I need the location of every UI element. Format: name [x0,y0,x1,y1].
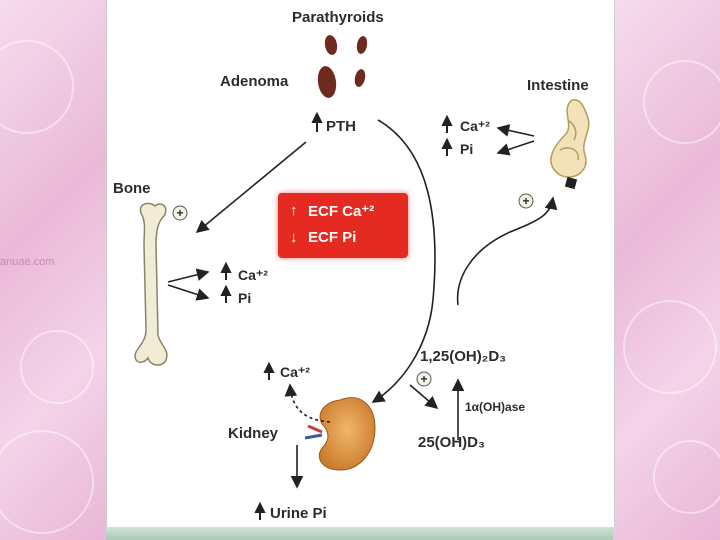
parathyroids-label: Parathyroids [292,9,384,26]
plus-sign-intestine: + [522,194,529,208]
ecf-ca-up-arrow: ↑ [290,202,298,219]
bone-label: Bone [113,180,151,197]
bone-icon [134,202,168,366]
swirl-decoration [623,300,717,394]
pathway-arrows [167,119,558,489]
active-vitamin-d-label: 1,25(OH)₂D₃ [420,348,506,365]
kidney-label: Kidney [228,425,279,442]
urine-pi-label: Urine Pi [270,505,327,522]
pth-label: PTH [326,118,356,135]
kidney-icon [304,397,376,471]
intestine-ca-label: Ca⁺² [460,118,490,134]
direction-arrows [220,111,453,520]
intestine-pi-label: Pi [460,141,473,157]
intestine-icon [550,98,590,190]
swirl-decoration [643,60,720,144]
bone-ca-label: Ca⁺² [238,267,268,283]
swirl-decoration [653,440,720,514]
enzyme-label: 1α(OH)ase [465,400,525,414]
vitamin-d-precursor-label: 25(OH)D₃ [418,434,485,451]
ecf-pi-down-arrow: ↓ [290,229,298,246]
right-decorative-background [613,0,720,540]
intestine-label: Intestine [527,77,589,94]
swirl-decoration [0,430,94,534]
parathyroid-glands-icon [317,35,368,98]
adenoma-label: Adenoma [220,73,289,90]
bone-pi-label: Pi [238,290,251,306]
left-decorative-background [0,0,106,540]
ecf-status-box [278,193,408,258]
plus-sign-bone: + [176,206,183,220]
panel-footer-bar [106,527,613,540]
swirl-decoration [20,330,94,404]
ecf-ca-label: ECF Ca⁺² [308,203,375,220]
plus-sign-kidney: + [420,372,427,386]
kidney-ca-label: Ca⁺² [280,364,310,380]
watermark-text: anuae.com [0,256,55,268]
plus-circle-icons [172,193,534,387]
ecf-pi-label: ECF Pi [308,229,357,246]
